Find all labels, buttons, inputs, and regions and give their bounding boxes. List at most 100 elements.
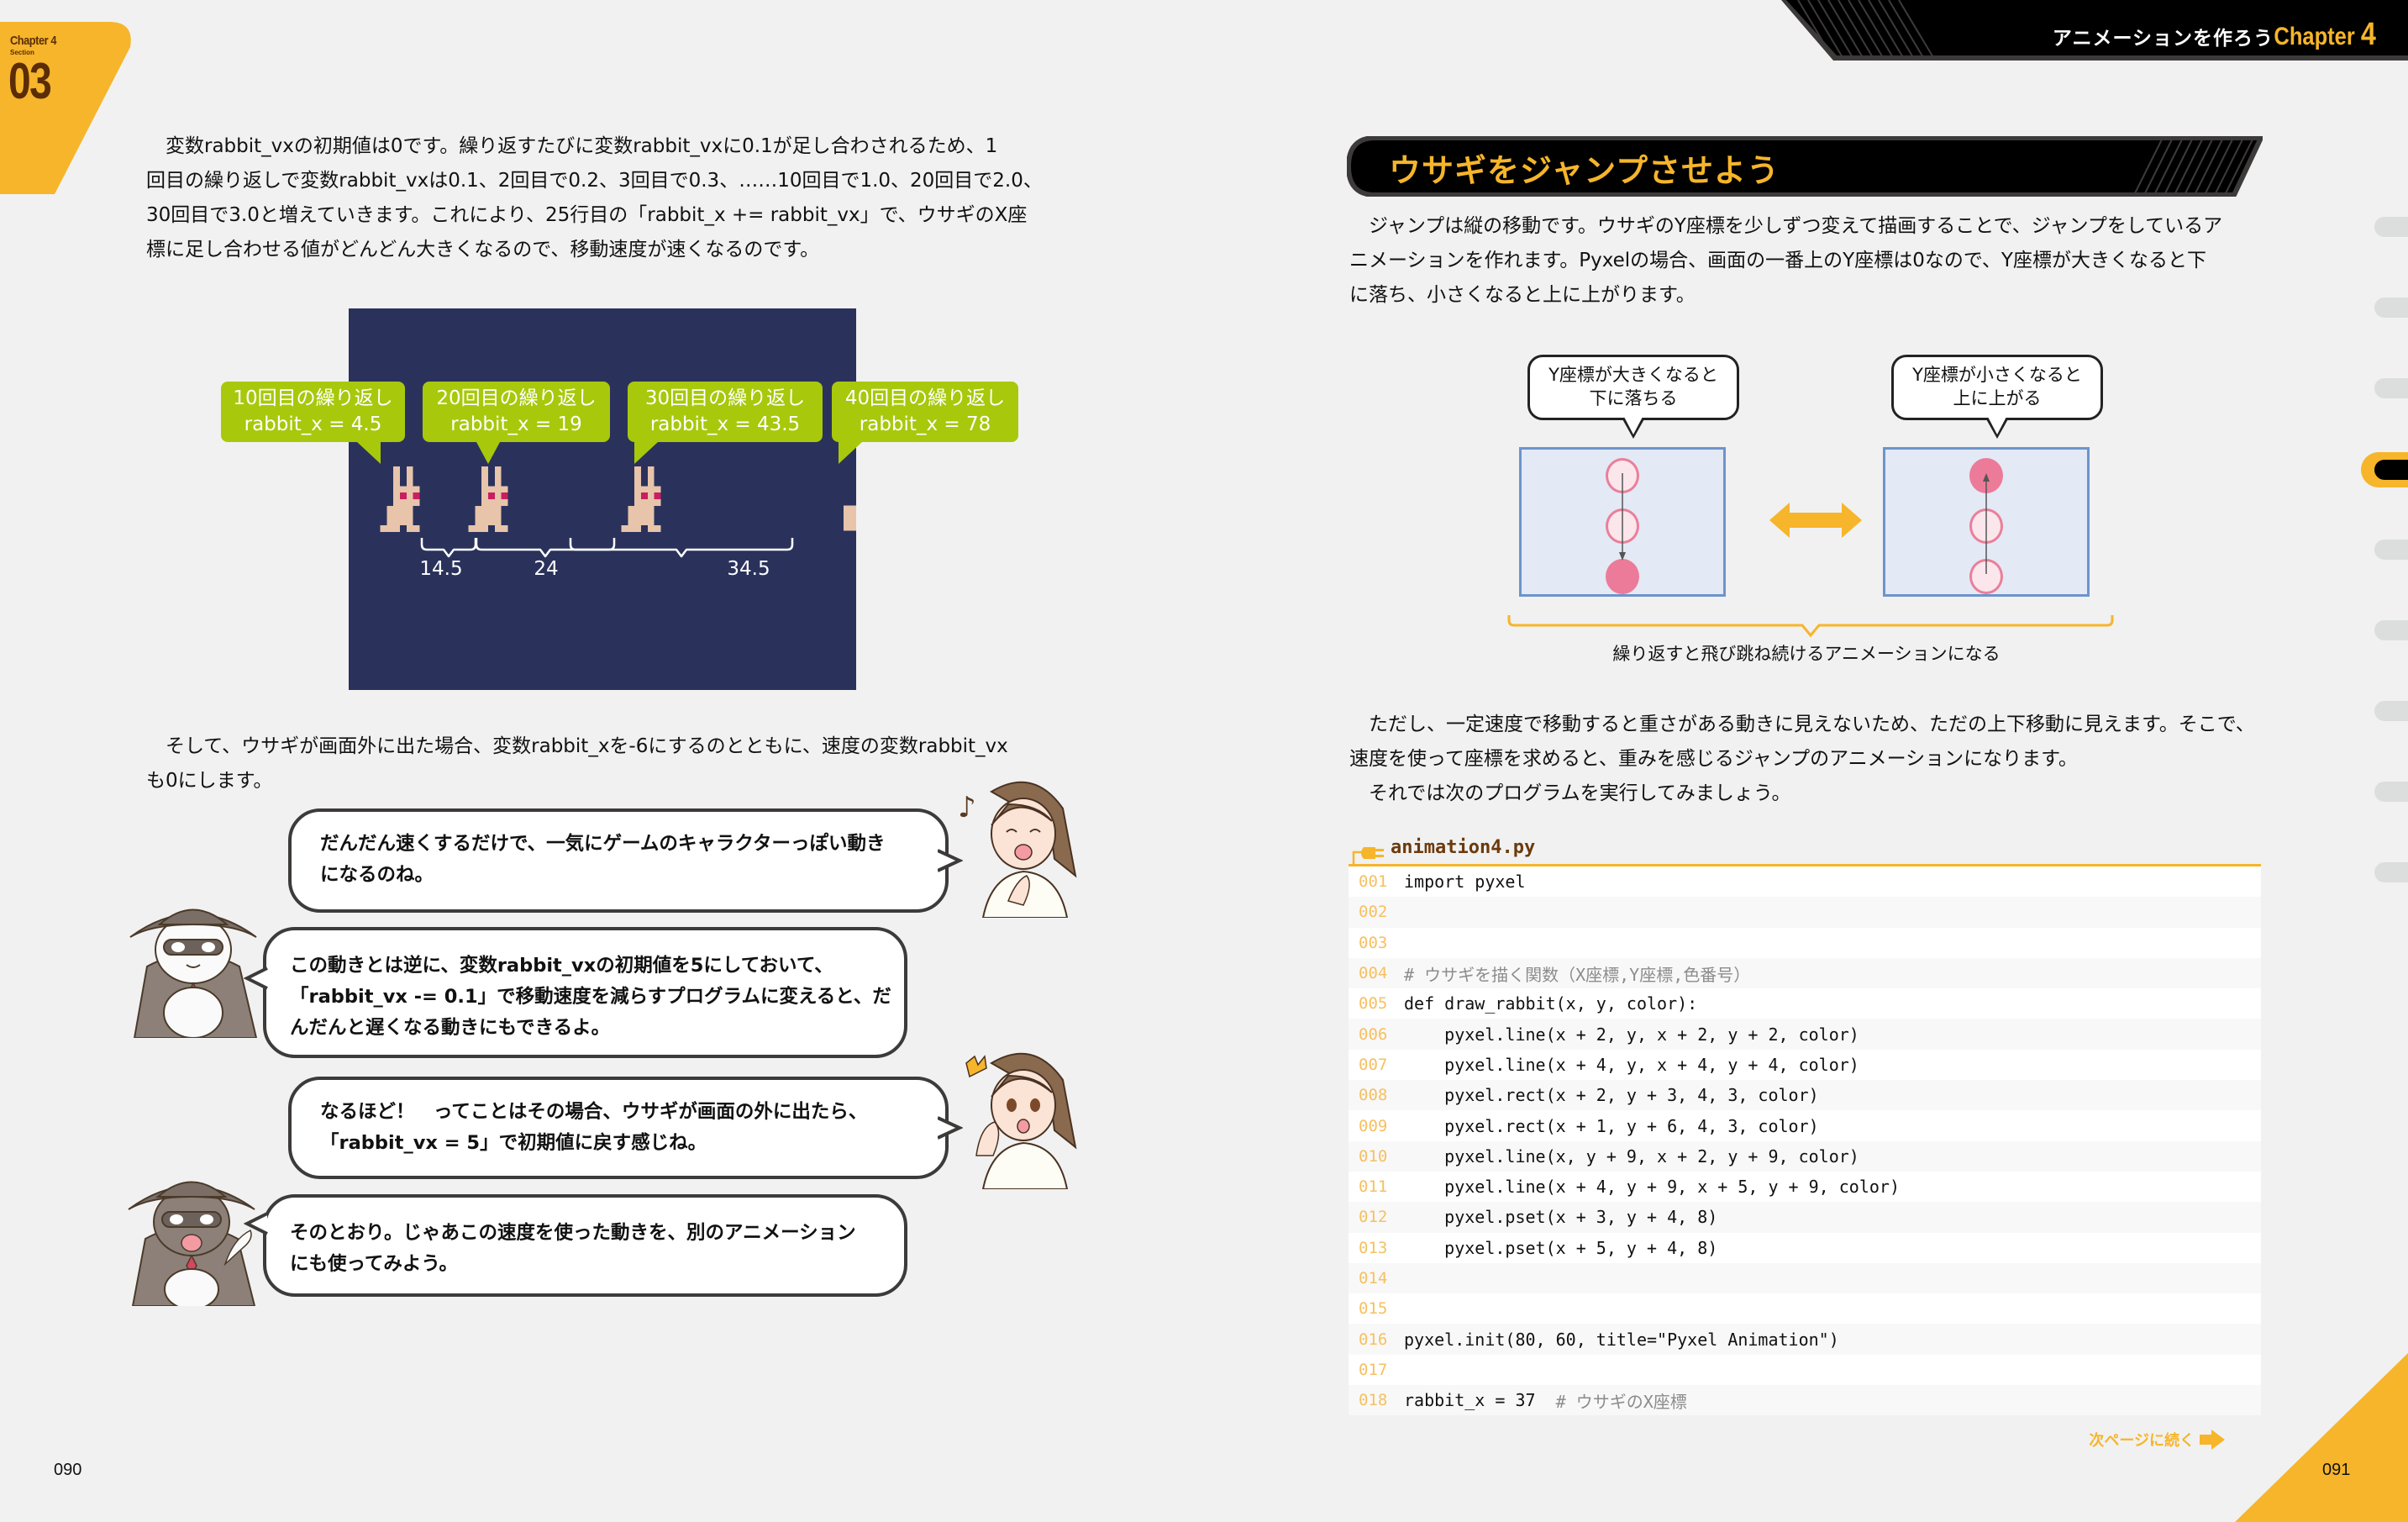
bubble-tail-left <box>244 966 268 990</box>
code-text: pyxel.line(x, y + 9, x + 2, y + 9, color… <box>1404 1145 1859 1167</box>
continue-label: 次ページに続く <box>2089 1432 2195 1450</box>
line-number: 004 <box>1359 964 1388 983</box>
distance-label: 24 <box>534 558 559 580</box>
speech-line: 「rabbit_vx -= 0.1」で移動速度を減らすプログラムに変えると、だ <box>290 986 891 1008</box>
bubble-tail-right <box>938 1116 963 1140</box>
code-comment: # ウサギを描く関数（X座標,Y座標,色番号） <box>1404 964 1751 985</box>
chapter-tab-9[interactable] <box>2374 862 2408 882</box>
line-number: 002 <box>1359 903 1388 922</box>
callout-tail <box>476 442 500 464</box>
speech-text: なるほど！ ってことはその場合、ウサギが画面の外に出たら、 「rabbit_vx… <box>320 1097 867 1159</box>
page-number-right: 091 <box>2322 1461 2351 1479</box>
page-number-left: 090 <box>54 1461 82 1479</box>
chapter-tab-5[interactable] <box>2374 540 2408 560</box>
chapter-tab-8[interactable] <box>2374 782 2408 802</box>
section-number: 03 <box>8 53 52 109</box>
speech-line: 「rabbit_vx = 5」で初期値に戻す感じね。 <box>320 1132 707 1154</box>
bubble-line: 上に上がる <box>1953 388 2042 408</box>
line-number: 013 <box>1359 1238 1388 1257</box>
summary-brace <box>1507 615 2114 638</box>
chapter-tab-1[interactable] <box>2374 217 2408 237</box>
line-number: 007 <box>1359 1055 1388 1074</box>
line-number: 015 <box>1359 1299 1388 1319</box>
title-bar-shape <box>1347 136 2263 197</box>
speech-bubble-cat-1: この動きとは逆に、変数rabbit_vxの初期値を5にしておいて、 「rabbi… <box>263 927 907 1058</box>
speech-text: この動きとは逆に、変数rabbit_vxの初期値を5にしておいて、 「rabbi… <box>290 951 891 1044</box>
speech-line: だんだん速くするだけで、一気にゲームのキャラクターっぽい動き <box>320 833 886 855</box>
double-arrow-icon <box>1769 503 1862 538</box>
code-text: pyxel.rect(x + 1, y + 6, 4, 3, color) <box>1404 1115 1819 1136</box>
rabbit-sprite-icon <box>468 466 508 532</box>
callout-value: rabbit_x = 19 <box>450 413 582 435</box>
chapter-tab-4-active[interactable] <box>2361 452 2408 487</box>
callout-title: 20回目の繰り返し <box>436 387 597 409</box>
reset-paragraph: そして、ウサギが画面外に出た場合、変数rabbit_xを-6にするのとともに、速… <box>146 729 1062 798</box>
chapter-badge: Chapter 4 <box>2274 17 2376 53</box>
code-line: 007 pyxel.line(x + 4, y, x + 4, y + 4, c… <box>1349 1049 2261 1081</box>
line-number: 017 <box>1359 1360 1388 1379</box>
code-text: def draw_rabbit(x, y, color): <box>1404 993 1698 1014</box>
distance-label: 14.5 <box>419 558 463 580</box>
section-title: ウサギをジャンプさせよう <box>1389 152 1780 189</box>
cat-detective-pointing-character-icon <box>128 1181 256 1306</box>
code-line: 002 <box>1349 897 2261 928</box>
rabbit-sprite-partial-icon <box>844 505 856 531</box>
girl-happy-character-icon: ♪ <box>958 781 1077 918</box>
chapter-label: Chapter 4 <box>10 34 56 48</box>
code-file-header: animation4.py <box>1349 835 2261 864</box>
line-number: 014 <box>1359 1269 1388 1288</box>
girl-surprised-character-icon <box>965 1052 1077 1189</box>
line-number: 008 <box>1359 1086 1388 1105</box>
paragraph-line: 速度を使って座標を求めると、重みを感じるジャンプのアニメーションになります。 <box>1349 748 2078 770</box>
line-number: 001 <box>1359 872 1388 892</box>
callout-30: 30回目の繰り返し rabbit_x = 43.5 <box>628 382 823 464</box>
rabbit-sprite-icon <box>380 466 420 532</box>
line-number: 006 <box>1359 1024 1388 1044</box>
chapter-tab-7[interactable] <box>2374 701 2408 721</box>
down-arrow-icon <box>1619 473 1626 561</box>
line-number: 012 <box>1359 1208 1388 1227</box>
section-label: Section <box>10 49 34 56</box>
bubble-line: Y座標が小さくなると <box>1912 365 2082 385</box>
chapter-tab-3[interactable] <box>2374 378 2408 398</box>
code-text: pyxel.line(x + 4, y, x + 4, y + 4, color… <box>1404 1054 1859 1075</box>
section-tab-shape <box>0 22 131 194</box>
paragraph-line: それでは次のプログラムを実行してみましょう。 <box>1369 782 1791 804</box>
rise-bubble: Y座標が小さくなると 上に上がる <box>1891 355 2103 439</box>
fall-bubble: Y座標が大きくなると 下に落ちる <box>1527 355 1739 439</box>
header-shape <box>1781 0 2408 61</box>
section-tab: Chapter 4 Section 03 <box>0 22 134 194</box>
code-line: 011 pyxel.line(x + 4, y + 9, x + 5, y + … <box>1349 1171 2261 1203</box>
bubble-tail-right <box>938 849 963 872</box>
code-line: 010 pyxel.line(x, y + 9, x + 2, y + 9, c… <box>1349 1140 2261 1172</box>
paragraph-line: 変数rabbit_vxの初期値は0です。繰り返すたびに変数rabbit_vxに0… <box>166 135 998 157</box>
chapter-index-tabs <box>2358 202 2408 899</box>
code-line: 006 pyxel.line(x + 2, y, x + 2, y + 2, c… <box>1349 1019 2261 1050</box>
callout-tail <box>839 442 862 464</box>
code-line: 017 <box>1349 1354 2261 1386</box>
callout-20: 20回目の繰り返し rabbit_x = 19 <box>423 382 610 464</box>
ball-end <box>1606 559 1639 594</box>
paragraph-line: ジャンプは縦の移動です。ウサギのY座標を少しずつ変えて描画することで、ジャンプを… <box>1369 215 2223 237</box>
speech-text: そのとおり。じゃあこの速度を使った動きを、別のアニメーション にも使ってみよう。 <box>290 1218 856 1280</box>
line-number: 010 <box>1359 1146 1388 1166</box>
line-number: 018 <box>1359 1391 1388 1410</box>
code-line: 003 <box>1349 927 2261 958</box>
intro-paragraph: 変数rabbit_vxの初期値は0です。繰り返すたびに変数rabbit_vxに0… <box>146 129 1062 267</box>
rising-screen <box>1883 447 2090 597</box>
speech-bubble-girl-1: だんだん速くするだけで、一気にゲームのキャラクターっぽい動き になるのね。 <box>288 808 949 913</box>
chapter-title: アニメーションを作ろう <box>2052 28 2274 50</box>
chapter-tab-2[interactable] <box>2374 298 2408 318</box>
falling-screen <box>1519 447 1726 597</box>
bubble-line: Y座標が大きくなると <box>1548 365 1718 385</box>
line-number: 003 <box>1359 933 1388 952</box>
callout-title: 40回目の繰り返し <box>844 387 1006 409</box>
continue-next-page-link[interactable]: 次ページに続く <box>2089 1429 2225 1451</box>
chapter-tab-6[interactable] <box>2374 620 2408 640</box>
svg-text:♪: ♪ <box>958 791 976 824</box>
code-text: pyxel.pset(x + 5, y + 4, 8) <box>1404 1237 1718 1258</box>
